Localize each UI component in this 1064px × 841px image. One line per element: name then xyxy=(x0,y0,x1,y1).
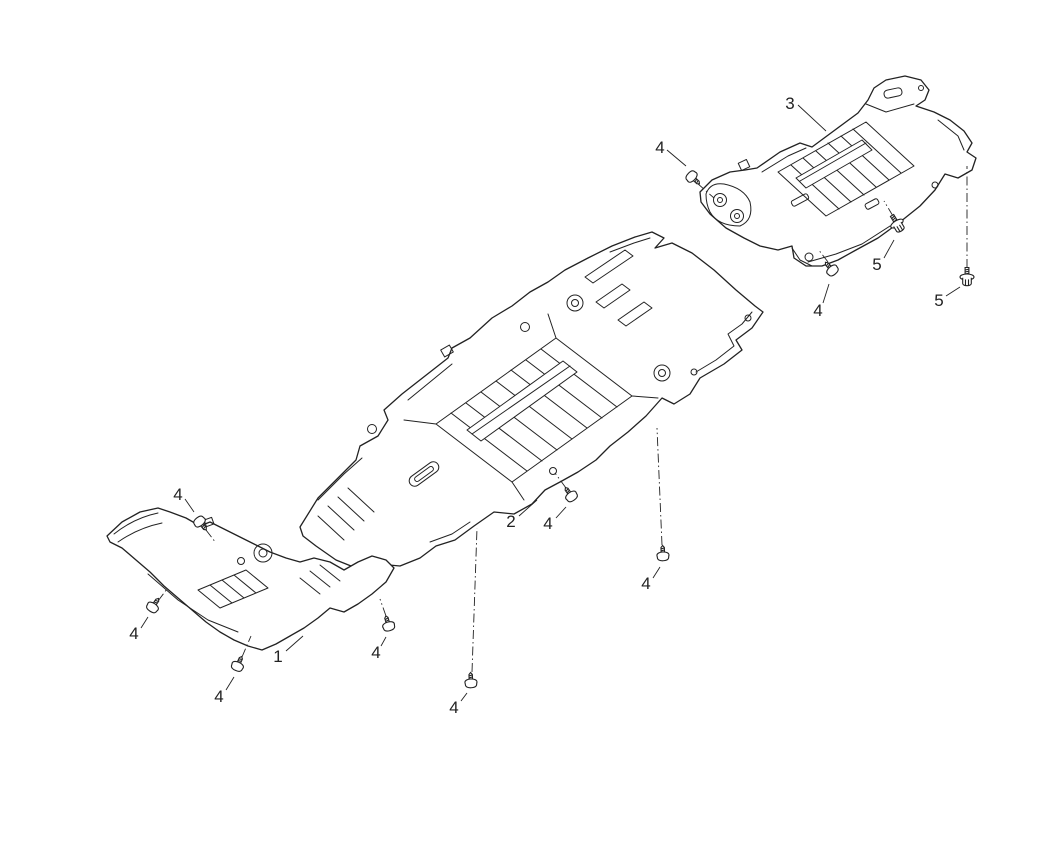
screw-4-icon xyxy=(229,653,248,674)
screw-4-icon xyxy=(464,671,478,689)
callout-5-1: 5 xyxy=(872,255,881,274)
callout-5-2: 5 xyxy=(934,291,943,310)
screw-4-icon xyxy=(379,613,397,633)
part-3-left-bosses xyxy=(705,183,752,227)
callout-labels: 3 4 5 5 4 2 4 4 4 4 1 4 4 4 xyxy=(129,94,943,717)
part-3-slots xyxy=(737,158,880,210)
part-2-ladder-ribs xyxy=(317,487,375,541)
part-3-inner-contours xyxy=(761,103,965,267)
part-3-bracket-details xyxy=(804,85,939,262)
screw-4-icon xyxy=(559,483,580,505)
part-2-main-skid-plate xyxy=(299,231,764,569)
callout-4-5: 4 xyxy=(173,485,182,504)
part-3-rear-skid-plate xyxy=(699,75,977,267)
callout-1: 1 xyxy=(273,647,282,666)
callout-4-4: 4 xyxy=(641,574,650,593)
screw-4-icon xyxy=(656,544,670,562)
callout-4-3: 4 xyxy=(543,514,552,533)
projection-lines xyxy=(157,166,968,673)
part-2-holes xyxy=(367,294,752,475)
part-2-ribbed-tray xyxy=(435,337,633,483)
part-2-slot xyxy=(408,461,440,487)
screw-4-icon xyxy=(683,168,705,189)
callout-4-7: 4 xyxy=(214,687,223,706)
bolt-5-icon xyxy=(959,266,975,287)
part-3-ribbed-tray xyxy=(777,121,915,217)
part-1-ribbed-tray xyxy=(197,569,269,609)
callout-4-9: 4 xyxy=(449,698,458,717)
callout-2: 2 xyxy=(506,512,515,531)
part-1-front-skid-plate xyxy=(106,507,395,651)
callout-4-1: 4 xyxy=(655,138,664,157)
part-2-tab xyxy=(440,344,454,358)
part-2-vents xyxy=(584,249,653,327)
callout-4-6: 4 xyxy=(129,624,138,643)
callout-3: 3 xyxy=(785,94,794,113)
leader-lines xyxy=(140,104,961,702)
callout-4-8: 4 xyxy=(371,643,380,662)
part-1-tab xyxy=(203,516,215,528)
part-2-inner-contours xyxy=(317,237,753,543)
part-1-ladder-ribs xyxy=(299,564,341,595)
callout-4-2: 4 xyxy=(813,301,822,320)
part-1-inner-contours xyxy=(113,512,239,633)
part-1-holes xyxy=(237,543,273,565)
